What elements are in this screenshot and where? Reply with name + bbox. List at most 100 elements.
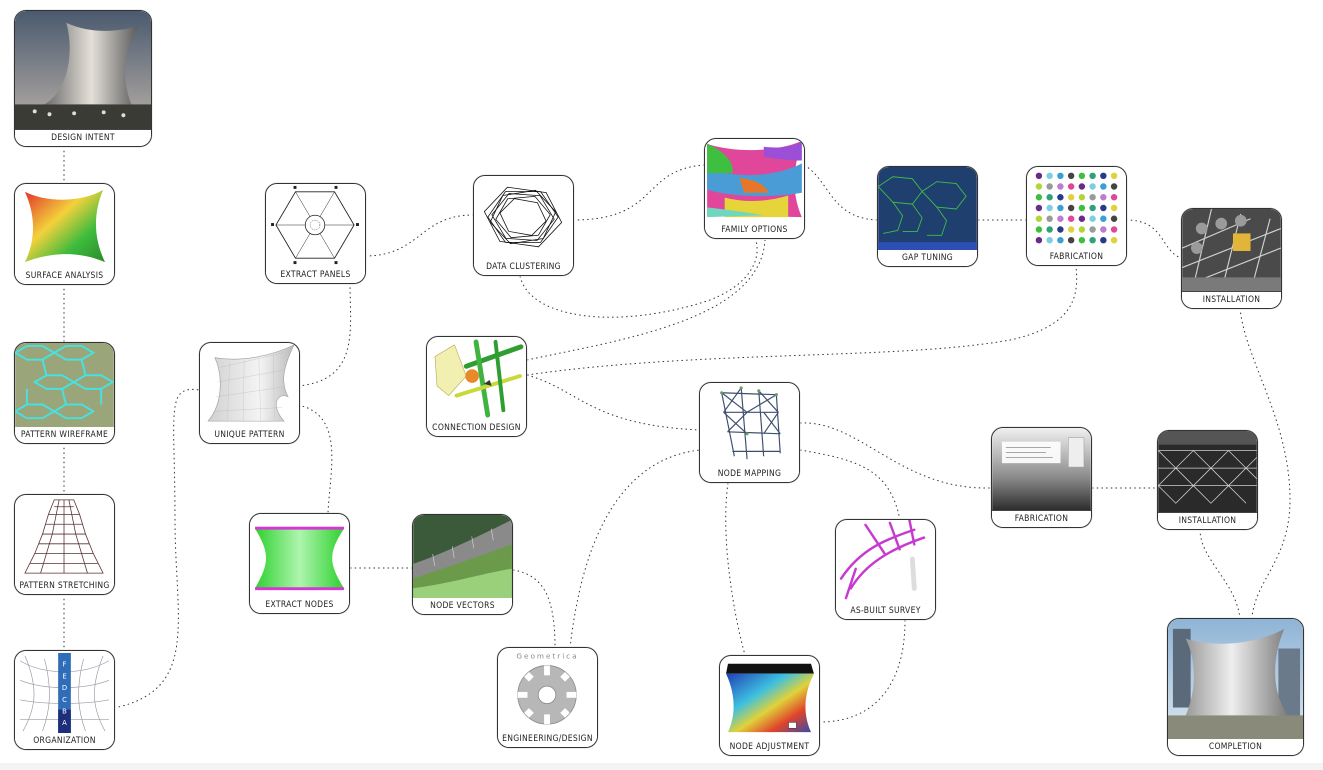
- node-label: AS-BUILT SURVEY: [836, 603, 935, 619]
- node-unique-pattern[interactable]: UNIQUE PATTERN: [199, 342, 300, 444]
- link-nodemap-adjust: [725, 482, 746, 656]
- color-dot: [1067, 194, 1075, 201]
- color-dot: [1078, 236, 1086, 244]
- organization-image: F E D C B A: [15, 651, 114, 733]
- org-letter-e: E: [62, 672, 66, 680]
- color-dot: [1046, 194, 1053, 201]
- color-dot: [1035, 226, 1043, 233]
- link-connection-family: [526, 239, 766, 361]
- node-surface-analysis[interactable]: SURFACE ANALYSIS: [14, 183, 115, 285]
- node-label: NODE VECTORS: [413, 598, 512, 614]
- color-dot: [1089, 172, 1096, 180]
- completion-image: [1168, 619, 1303, 739]
- color-dot: [1110, 226, 1118, 233]
- color-dot: [1089, 194, 1096, 201]
- color-dot: [1089, 236, 1096, 244]
- color-dot: [1057, 204, 1064, 212]
- node-vectors-image: [413, 515, 512, 598]
- gap-tuning-image: [878, 167, 977, 250]
- as-built-survey-image: —: [836, 520, 935, 603]
- data-clustering-image: [474, 176, 573, 259]
- node-label: COMPLETION: [1168, 739, 1303, 755]
- link-eng-nodemap: [569, 449, 701, 649]
- node-label: ORGANIZATION: [15, 733, 114, 749]
- node-extract-nodes[interactable]: EXTRACT NODES: [249, 513, 350, 614]
- node-pattern-wireframe[interactable]: PATTERN WIREFRAME: [14, 342, 115, 444]
- node-data-clustering[interactable]: DATA CLUSTERING: [473, 175, 574, 276]
- node-label: FAMILY OPTIONS: [705, 222, 804, 238]
- installation-top-image: [1182, 209, 1281, 292]
- node-completion[interactable]: COMPLETION: [1167, 618, 1304, 756]
- node-label: FABRICATION: [1027, 249, 1126, 265]
- color-dot: [1046, 236, 1053, 244]
- node-label: INSTALLATION: [1182, 291, 1281, 308]
- node-organization[interactable]: F E D C B A ORGANIZATION: [14, 650, 115, 750]
- node-label: DESIGN INTENT: [15, 129, 151, 146]
- color-dot: [1067, 226, 1075, 233]
- link-nodevec-eng: [512, 569, 556, 649]
- node-label: DATA CLUSTERING: [474, 259, 573, 275]
- color-dot: [1035, 183, 1043, 190]
- link-unique-panels: [297, 282, 352, 387]
- link-install2-completion: [1199, 528, 1241, 619]
- node-fabrication-top[interactable]: FABRICATION: [1026, 166, 1127, 266]
- color-dot: [1067, 204, 1075, 212]
- color-dot: [1100, 236, 1107, 244]
- node-node-vectors[interactable]: NODE VECTORS: [412, 514, 513, 615]
- color-dot: [1057, 172, 1064, 180]
- color-dot: [1100, 215, 1107, 222]
- color-dot: [1035, 194, 1043, 201]
- color-dot: [1100, 172, 1107, 180]
- node-as-built-survey[interactable]: — AS-BUILT SURVEY: [835, 519, 936, 620]
- node-extract-panels[interactable]: EXTRACT PANELS: [265, 183, 366, 284]
- engineering-design-image: Geometrica: [498, 648, 597, 731]
- link-clustering-family: [572, 164, 705, 221]
- link-organization-unique: [113, 388, 201, 709]
- color-dot: [1110, 236, 1118, 244]
- color-dot: [1057, 194, 1064, 201]
- color-dot: [1110, 194, 1118, 201]
- node-installation-top[interactable]: INSTALLATION: [1181, 208, 1282, 309]
- fabrication-bottom-image: [992, 428, 1091, 511]
- node-gap-tuning[interactable]: GAP TUNING: [877, 166, 978, 267]
- bottom-strip: [0, 763, 1323, 770]
- color-dot: [1110, 183, 1118, 190]
- color-dot: [1089, 226, 1096, 233]
- node-installation-bottom[interactable]: INSTALLATION: [1157, 430, 1258, 530]
- color-dot: [1035, 215, 1043, 222]
- node-adjustment-image: [720, 656, 819, 739]
- color-dot: [1057, 236, 1064, 244]
- node-design-intent[interactable]: DESIGN INTENT: [14, 10, 152, 147]
- node-node-mapping[interactable]: NODE MAPPING: [699, 382, 800, 483]
- node-label: INSTALLATION: [1158, 512, 1257, 529]
- node-label: ENGINEERING/DESIGN: [498, 731, 597, 747]
- color-dot: [1057, 226, 1064, 233]
- node-label: SURFACE ANALYSIS: [15, 268, 114, 284]
- design-intent-image: [15, 11, 151, 130]
- pattern-wireframe-image: [15, 343, 114, 427]
- unique-pattern-image: [200, 343, 299, 427]
- node-connection-design[interactable]: CONNECTION DESIGN: [426, 336, 527, 437]
- node-family-options[interactable]: FAMILY OPTIONS: [704, 138, 805, 239]
- color-dot: [1100, 204, 1107, 212]
- link-install-completion: [1239, 307, 1291, 619]
- color-dot: [1067, 236, 1075, 244]
- link-nodemap-asbuilt: [799, 449, 901, 521]
- node-engineering-design[interactable]: Geometrica ENGINEERING/DESIGN: [497, 647, 598, 748]
- color-dot: [1067, 215, 1075, 222]
- svg-text:—: —: [877, 566, 880, 570]
- color-dot: [1110, 172, 1118, 180]
- node-label: UNIQUE PATTERN: [200, 427, 299, 443]
- org-letter-a: A: [62, 719, 67, 727]
- node-pattern-stretching[interactable]: PATTERN STRETCHING: [14, 494, 115, 595]
- node-fabrication-bottom[interactable]: FABRICATION: [991, 427, 1092, 528]
- extract-panels-image: [266, 184, 365, 267]
- color-dot: [1046, 226, 1053, 233]
- node-label: EXTRACT PANELS: [266, 267, 365, 283]
- color-dot: [1078, 194, 1086, 201]
- link-panels-clustering: [364, 214, 474, 257]
- node-node-adjustment[interactable]: NODE ADJUSTMENT: [719, 655, 820, 756]
- color-dot: [1035, 204, 1043, 212]
- org-letter-d: D: [62, 684, 67, 692]
